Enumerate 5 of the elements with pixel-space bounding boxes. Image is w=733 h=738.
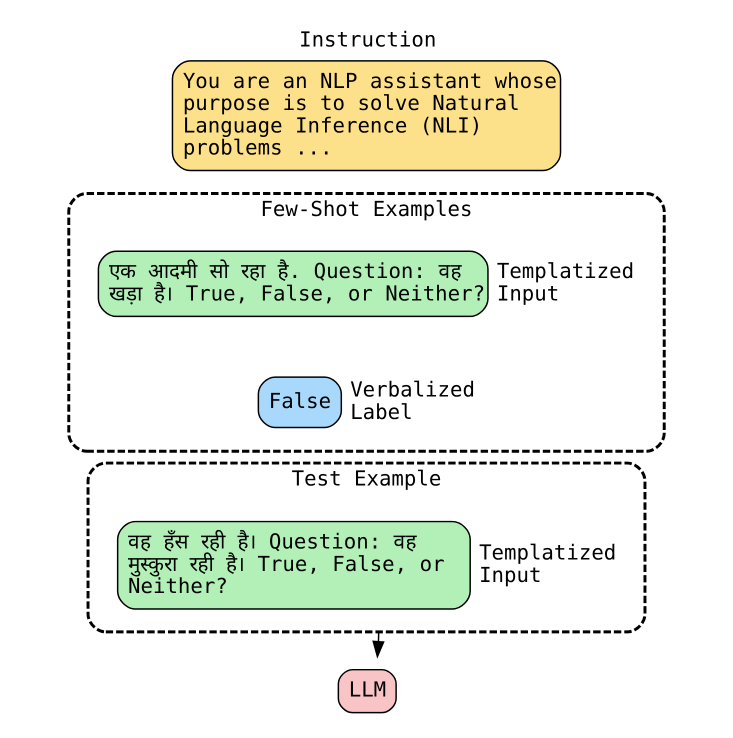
node-label: Templatized Input	[496, 259, 634, 306]
node-label: Templatized Input	[479, 540, 616, 587]
node-label: Instruction	[299, 27, 436, 52]
arrow	[372, 632, 385, 659]
node-label: Verbalized Label	[350, 378, 475, 424]
